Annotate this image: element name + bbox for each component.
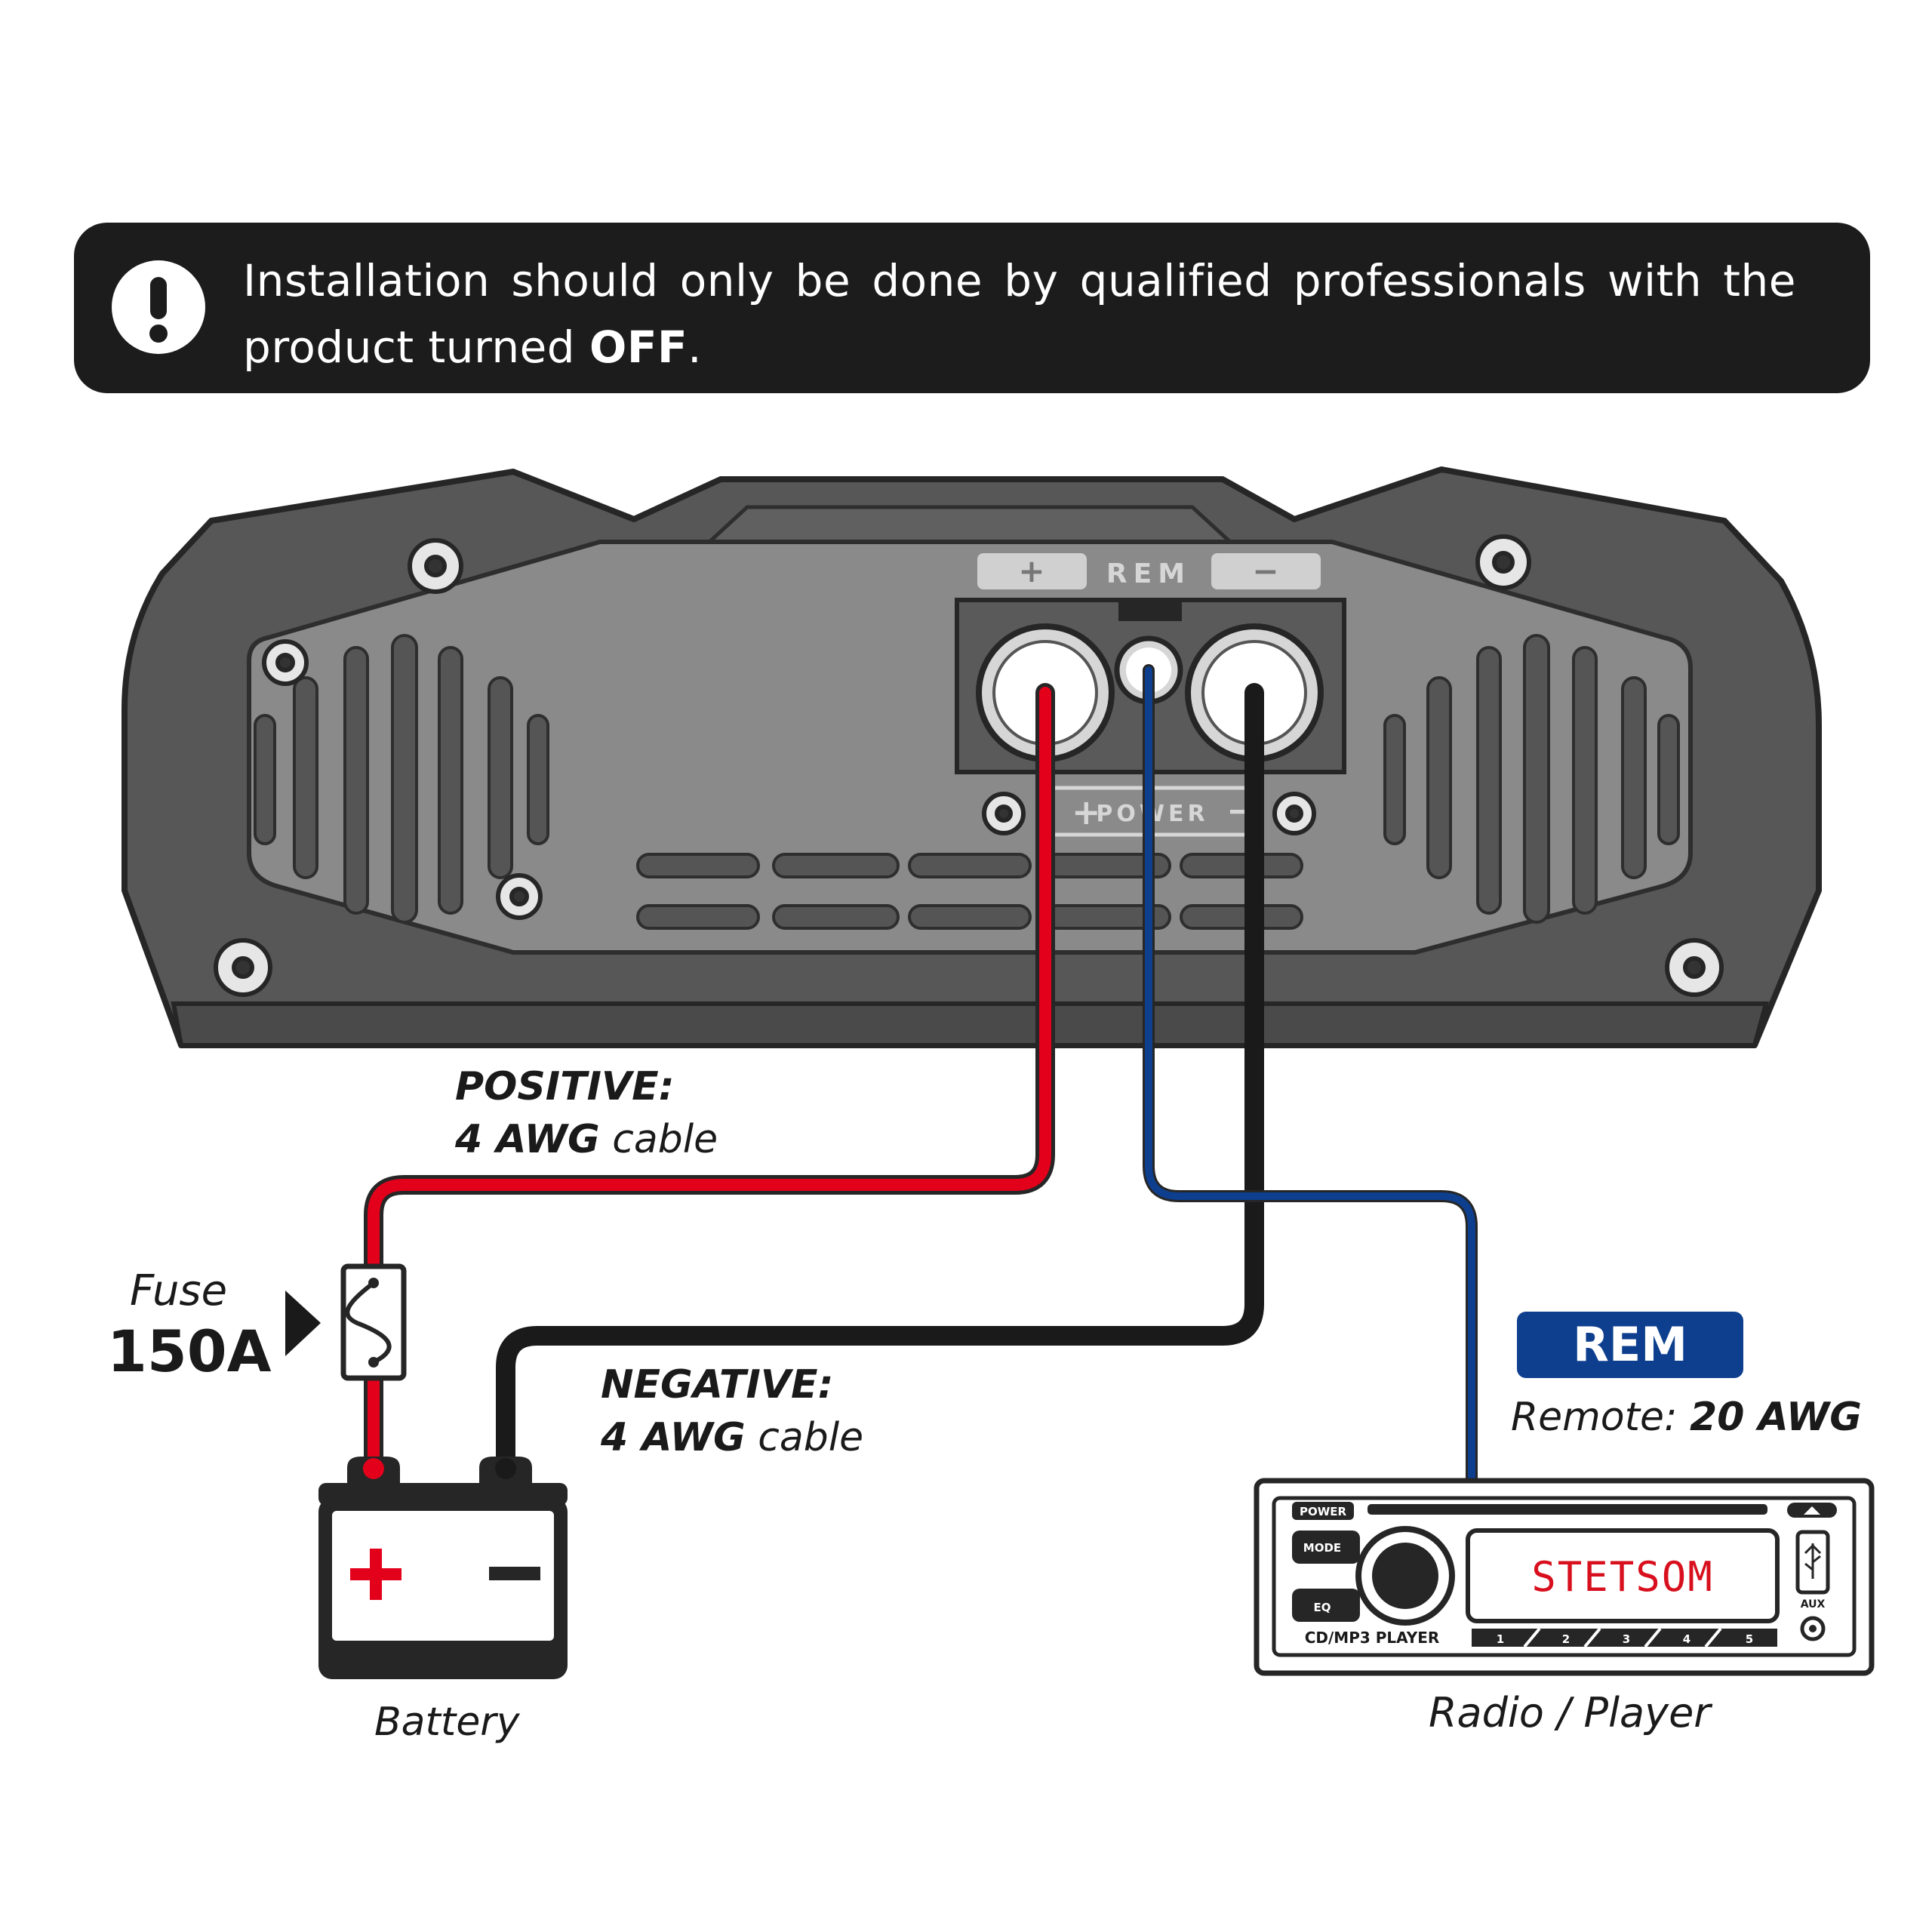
warning-banner xyxy=(74,223,1870,393)
positive-title: POSITIVE: xyxy=(455,1064,675,1109)
preset-buttons[interactable]: 1 2 3 4 5 xyxy=(1472,1627,1777,1648)
radio-player: POWER MODE EQ STETSOM CD/MP3 PLAYER 1 2 … xyxy=(1254,1478,1875,1676)
positive-wire xyxy=(368,687,1051,1489)
negative-title: NEGATIVE: xyxy=(601,1362,834,1407)
preset-4: 4 xyxy=(1683,1632,1690,1646)
terminal-minus-tab xyxy=(1211,553,1321,589)
display-text: STETSOM xyxy=(1531,1553,1714,1601)
battery-label: Battery xyxy=(374,1700,520,1745)
svg-text:MODE: MODE xyxy=(1303,1541,1341,1555)
screw-icons xyxy=(214,534,1724,997)
battery-minus-icon xyxy=(489,1567,540,1580)
wires xyxy=(364,664,1478,1493)
right-vents xyxy=(1383,634,1680,924)
fuse xyxy=(285,1263,407,1381)
terminal-plus-label: + xyxy=(1018,552,1044,589)
eq-button[interactable] xyxy=(1292,1589,1360,1622)
remote-wire xyxy=(1145,666,1475,1487)
preset-2: 2 xyxy=(1562,1632,1570,1646)
battery xyxy=(318,1457,568,1679)
warning-emphasis: OFF xyxy=(589,321,688,373)
terminal-rem-label: REM xyxy=(1106,558,1191,589)
preset-1: 1 xyxy=(1497,1632,1504,1646)
model-label: CD/MP3 PLAYER xyxy=(1305,1629,1440,1647)
fuse-label: Fuse xyxy=(130,1266,228,1315)
mode-button[interactable] xyxy=(1292,1531,1360,1564)
cd-slot xyxy=(1367,1504,1767,1515)
svg-text:EQ: EQ xyxy=(1314,1601,1331,1614)
svg-text:+: + xyxy=(1072,792,1101,832)
aux-label: AUX xyxy=(1801,1598,1826,1611)
left-vents xyxy=(254,634,549,924)
terminal-plus-tab xyxy=(977,553,1087,589)
terminal-minus-label: − xyxy=(1252,552,1278,589)
warning-text: Installation should only be done by qual… xyxy=(243,255,1796,373)
negative-wire xyxy=(496,683,1264,1493)
rem-badge: REM xyxy=(1517,1312,1743,1378)
radio-display xyxy=(1466,1528,1780,1623)
fuse-rating: 150A xyxy=(107,1318,272,1385)
positive-cable-spec: 4 AWG cable xyxy=(455,1117,718,1162)
preset-5: 5 xyxy=(1746,1632,1753,1646)
power-button[interactable] xyxy=(1292,1502,1354,1520)
remote-spec: Remote: 20 AWG xyxy=(1511,1395,1862,1440)
preset-3: 3 xyxy=(1623,1632,1630,1646)
amplifier: + REM − + − POWER xyxy=(122,466,1822,1048)
negative-cable-spec: 4 AWG cable xyxy=(601,1415,864,1460)
fuse-arrow-icon xyxy=(285,1291,321,1356)
svg-text:POWER: POWER xyxy=(1300,1505,1347,1518)
radio-label: Radio / Player xyxy=(1429,1689,1711,1737)
bottom-slots xyxy=(636,853,1303,930)
exclamation-icon xyxy=(112,260,205,354)
